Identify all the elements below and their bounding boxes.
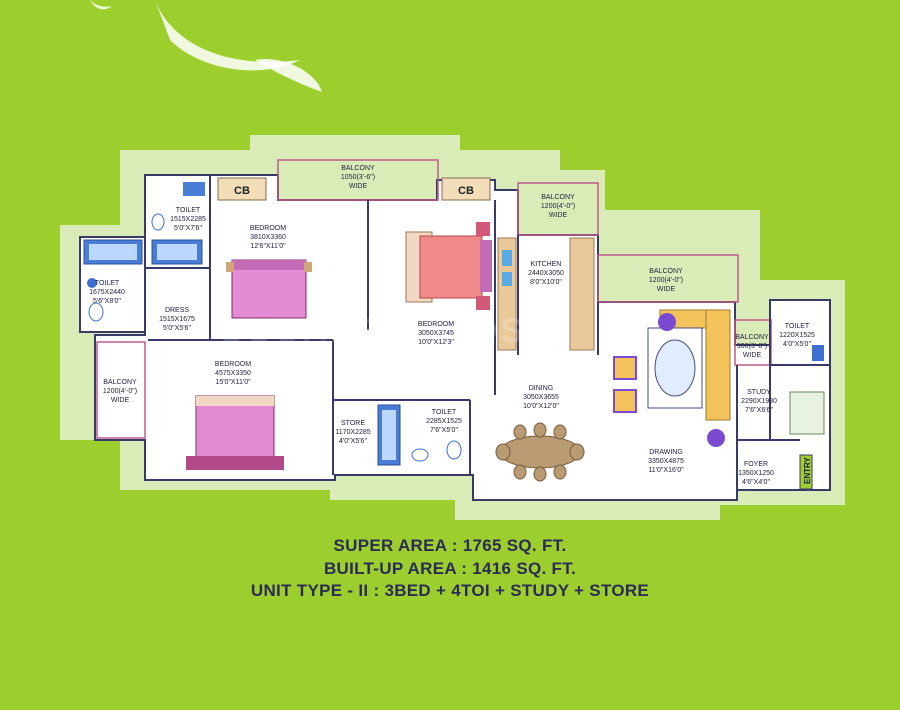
svg-text:10'0"X12'3": 10'0"X12'3" (418, 339, 454, 346)
svg-text:BALCONY: BALCONY (735, 334, 769, 341)
svg-text:2290X1980: 2290X1980 (741, 398, 777, 405)
room-label-study: STUDY 2290X1980 7'6"X6'6" (741, 389, 777, 414)
room-label-balcony-study: BALCONY 900(3'-0") WIDE (735, 334, 769, 359)
room-label-dress: DRESS 1515X1675 5'0"X5'6" (159, 307, 195, 332)
svg-text:4'6"X4'0": 4'6"X4'0" (742, 479, 770, 486)
svg-text:DRAWING: DRAWING (649, 449, 683, 456)
svg-text:ENTRY: ENTRY (803, 457, 812, 484)
svg-text:8'0"X10'0": 8'0"X10'0" (530, 279, 562, 286)
svg-text:FOYER: FOYER (744, 461, 768, 468)
svg-text:WIDE: WIDE (111, 397, 130, 404)
svg-text:1220X1525: 1220X1525 (779, 332, 815, 339)
bed-2 (405, 222, 492, 310)
svg-text:WIDE: WIDE (349, 183, 368, 190)
room-label-store: STORE 1170X2285 4'0"X5'6" (335, 420, 370, 445)
svg-text:BALCONY: BALCONY (541, 194, 575, 201)
room-label-toilet-center: TOILET 2285X1525 7'6"X5'0" (426, 409, 462, 434)
svg-text:2285X1525: 2285X1525 (426, 418, 462, 425)
svg-text:1515X2285: 1515X2285 (170, 216, 206, 223)
svg-text:TOILET: TOILET (785, 323, 810, 330)
svg-text:CB: CB (458, 185, 474, 197)
svg-text:TOILET: TOILET (432, 409, 457, 416)
svg-text:11'0"X16'0": 11'0"X16'0" (648, 467, 684, 474)
room-label-balcony-kitchen: BALCONY 1200(4'-0") WIDE (541, 194, 575, 219)
built-up-area-text: BUILT-UP AREA : 1416 SQ. FT. (323, 559, 577, 578)
unit-type-text: UNIT TYPE - II : 3BED + 4TOI + STUDY + S… (250, 581, 650, 600)
dining-table (495, 422, 585, 482)
svg-text:BALCONY: BALCONY (103, 379, 137, 386)
room-label-bedroom-3: BEDROOM 4575X3350 15'0"X11'0" (215, 361, 251, 386)
svg-text:12'6"X11'0": 12'6"X11'0" (250, 243, 286, 250)
svg-text:3050X3655: 3050X3655 (523, 394, 559, 401)
svg-text:1350X1250: 1350X1250 (738, 470, 774, 477)
svg-text:3350X4875: 3350X4875 (648, 458, 684, 465)
svg-text:DINING: DINING (529, 385, 554, 392)
svg-text:BEDROOM: BEDROOM (250, 225, 286, 232)
svg-text:TOILET: TOILET (95, 280, 120, 287)
svg-text:5'0"X5'6": 5'0"X5'6" (163, 325, 191, 332)
svg-text:WIDE: WIDE (549, 212, 568, 219)
svg-text:DRESS: DRESS (165, 307, 189, 314)
room-label-balcony-mid: BALCONY 1200(4'-0") WIDE (649, 268, 683, 293)
svg-text:BEDROOM: BEDROOM (215, 361, 251, 368)
svg-text:WIDE: WIDE (657, 286, 676, 293)
svg-text:5'6"X8'0": 5'6"X8'0" (93, 298, 121, 305)
room-label-drawing: DRAWING 3350X4875 11'0"X16'0" (648, 449, 684, 474)
svg-text:10'0"X12'0": 10'0"X12'0" (523, 403, 559, 410)
svg-text:15'0"X11'0": 15'0"X11'0" (215, 379, 251, 386)
svg-text:CB: CB (234, 185, 250, 197)
svg-text:1675X2440: 1675X2440 (89, 289, 125, 296)
room-label-balcony-left: BALCONY 1200(4'-0") WIDE (103, 379, 137, 404)
svg-text:3810X3360: 3810X3360 (250, 234, 286, 241)
svg-text:1170X2285: 1170X2285 (335, 429, 370, 436)
svg-text:1050(3'-6"): 1050(3'-6") (341, 174, 375, 181)
entry-door: ENTRY (799, 454, 813, 490)
leaf-decoration (90, 0, 322, 92)
svg-text:STORE: STORE (341, 420, 365, 427)
svg-text:1200(4'-0"): 1200(4'-0") (649, 277, 683, 284)
svg-text:BALCONY: BALCONY (341, 165, 375, 172)
kitchen-counters (497, 237, 595, 351)
watermark: SQUARE YARDS (220, 312, 526, 350)
cabinet-cb2: CB (441, 177, 491, 201)
svg-text:WIDE: WIDE (743, 352, 762, 359)
bed-3 (186, 395, 284, 470)
room-label-toilet-right: TOILET 1220X1525 4'0"X5'0" (779, 323, 815, 348)
internal-walls (144, 175, 830, 490)
svg-text:BALCONY: BALCONY (649, 268, 683, 275)
room-label-toilet-top: TOILET 1515X2285 5'0"X7'6" (170, 207, 206, 232)
svg-text:4'0"X5'6": 4'0"X5'6" (339, 438, 367, 445)
svg-text:KITCHEN: KITCHEN (531, 261, 562, 268)
svg-text:4'0"X5'0": 4'0"X5'0" (783, 341, 811, 348)
room-label-kitchen: KITCHEN 2440X3050 8'0"X10'0" (528, 261, 564, 286)
svg-text:BEDROOM: BEDROOM (418, 321, 454, 328)
svg-text:1200(4'-0"): 1200(4'-0") (541, 203, 575, 210)
bed-1 (226, 259, 312, 319)
study-desk (789, 391, 825, 435)
svg-text:7'6"X6'6": 7'6"X6'6" (745, 407, 773, 414)
svg-text:7'6"X5'0": 7'6"X5'0" (430, 427, 458, 434)
super-area-text: SUPER AREA : 1765 SQ. FT. (333, 536, 567, 555)
room-label-balcony-top: BALCONY 1050(3'-6") WIDE (341, 165, 375, 190)
svg-text:5'0"X7'6": 5'0"X7'6" (174, 225, 202, 232)
sofa-set (613, 309, 731, 447)
room-label-dining: DINING 3050X3655 10'0"X12'0" (523, 385, 559, 410)
room-label-bedroom-2: BEDROOM 3050X3745 10'0"X12'3" (418, 321, 454, 346)
svg-text:3050X3745: 3050X3745 (418, 330, 454, 337)
room-label-bedroom-1: BEDROOM 3810X3360 12'6"X11'0" (250, 225, 286, 250)
bathroom-fixtures (83, 182, 824, 466)
svg-text:1515X1675: 1515X1675 (159, 316, 195, 323)
room-label-toilet-left: TOILET 1675X2440 5'6"X8'0" (89, 280, 125, 305)
cabinet-cb1: CB (217, 177, 267, 201)
svg-text:STUDY: STUDY (747, 389, 771, 396)
svg-text:2440X3050: 2440X3050 (528, 270, 564, 277)
svg-text:900(3'-0"): 900(3'-0") (737, 343, 767, 350)
room-label-foyer: FOYER 1350X1250 4'6"X4'0" (738, 461, 774, 486)
svg-text:TOILET: TOILET (176, 207, 201, 214)
svg-text:1200(4'-0"): 1200(4'-0") (103, 388, 137, 395)
svg-text:4575X3350: 4575X3350 (215, 370, 251, 377)
